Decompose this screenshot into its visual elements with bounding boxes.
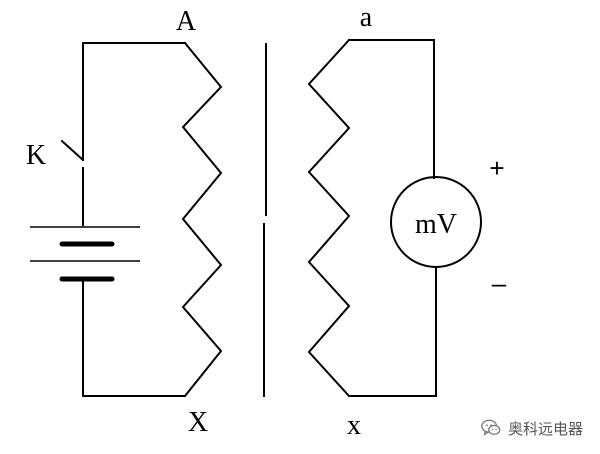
primary-top-wire bbox=[82, 42, 186, 161]
switch-blade bbox=[60, 139, 85, 162]
label-primary-top: A bbox=[176, 6, 197, 37]
battery-to-bottom-wire bbox=[82, 279, 186, 397]
wechat-icon bbox=[481, 419, 501, 436]
label-secondary-bottom: x bbox=[347, 410, 361, 441]
label-switch: K bbox=[26, 140, 46, 171]
plus-sign: + bbox=[489, 153, 504, 183]
label-primary-bottom: X bbox=[188, 407, 208, 438]
watermark-text: 奥科远电器 bbox=[508, 419, 584, 438]
minus-sign: – bbox=[492, 268, 507, 298]
secondary-bottom-wire bbox=[348, 267, 437, 397]
primary-coil bbox=[181, 41, 223, 398]
millivoltmeter bbox=[390, 176, 482, 268]
meter-label: mV bbox=[415, 209, 457, 240]
secondary-top-wire bbox=[348, 39, 435, 179]
secondary-coil bbox=[307, 38, 351, 398]
label-secondary-top: a bbox=[360, 2, 373, 33]
watermark: 奥科远电器 bbox=[480, 416, 583, 440]
